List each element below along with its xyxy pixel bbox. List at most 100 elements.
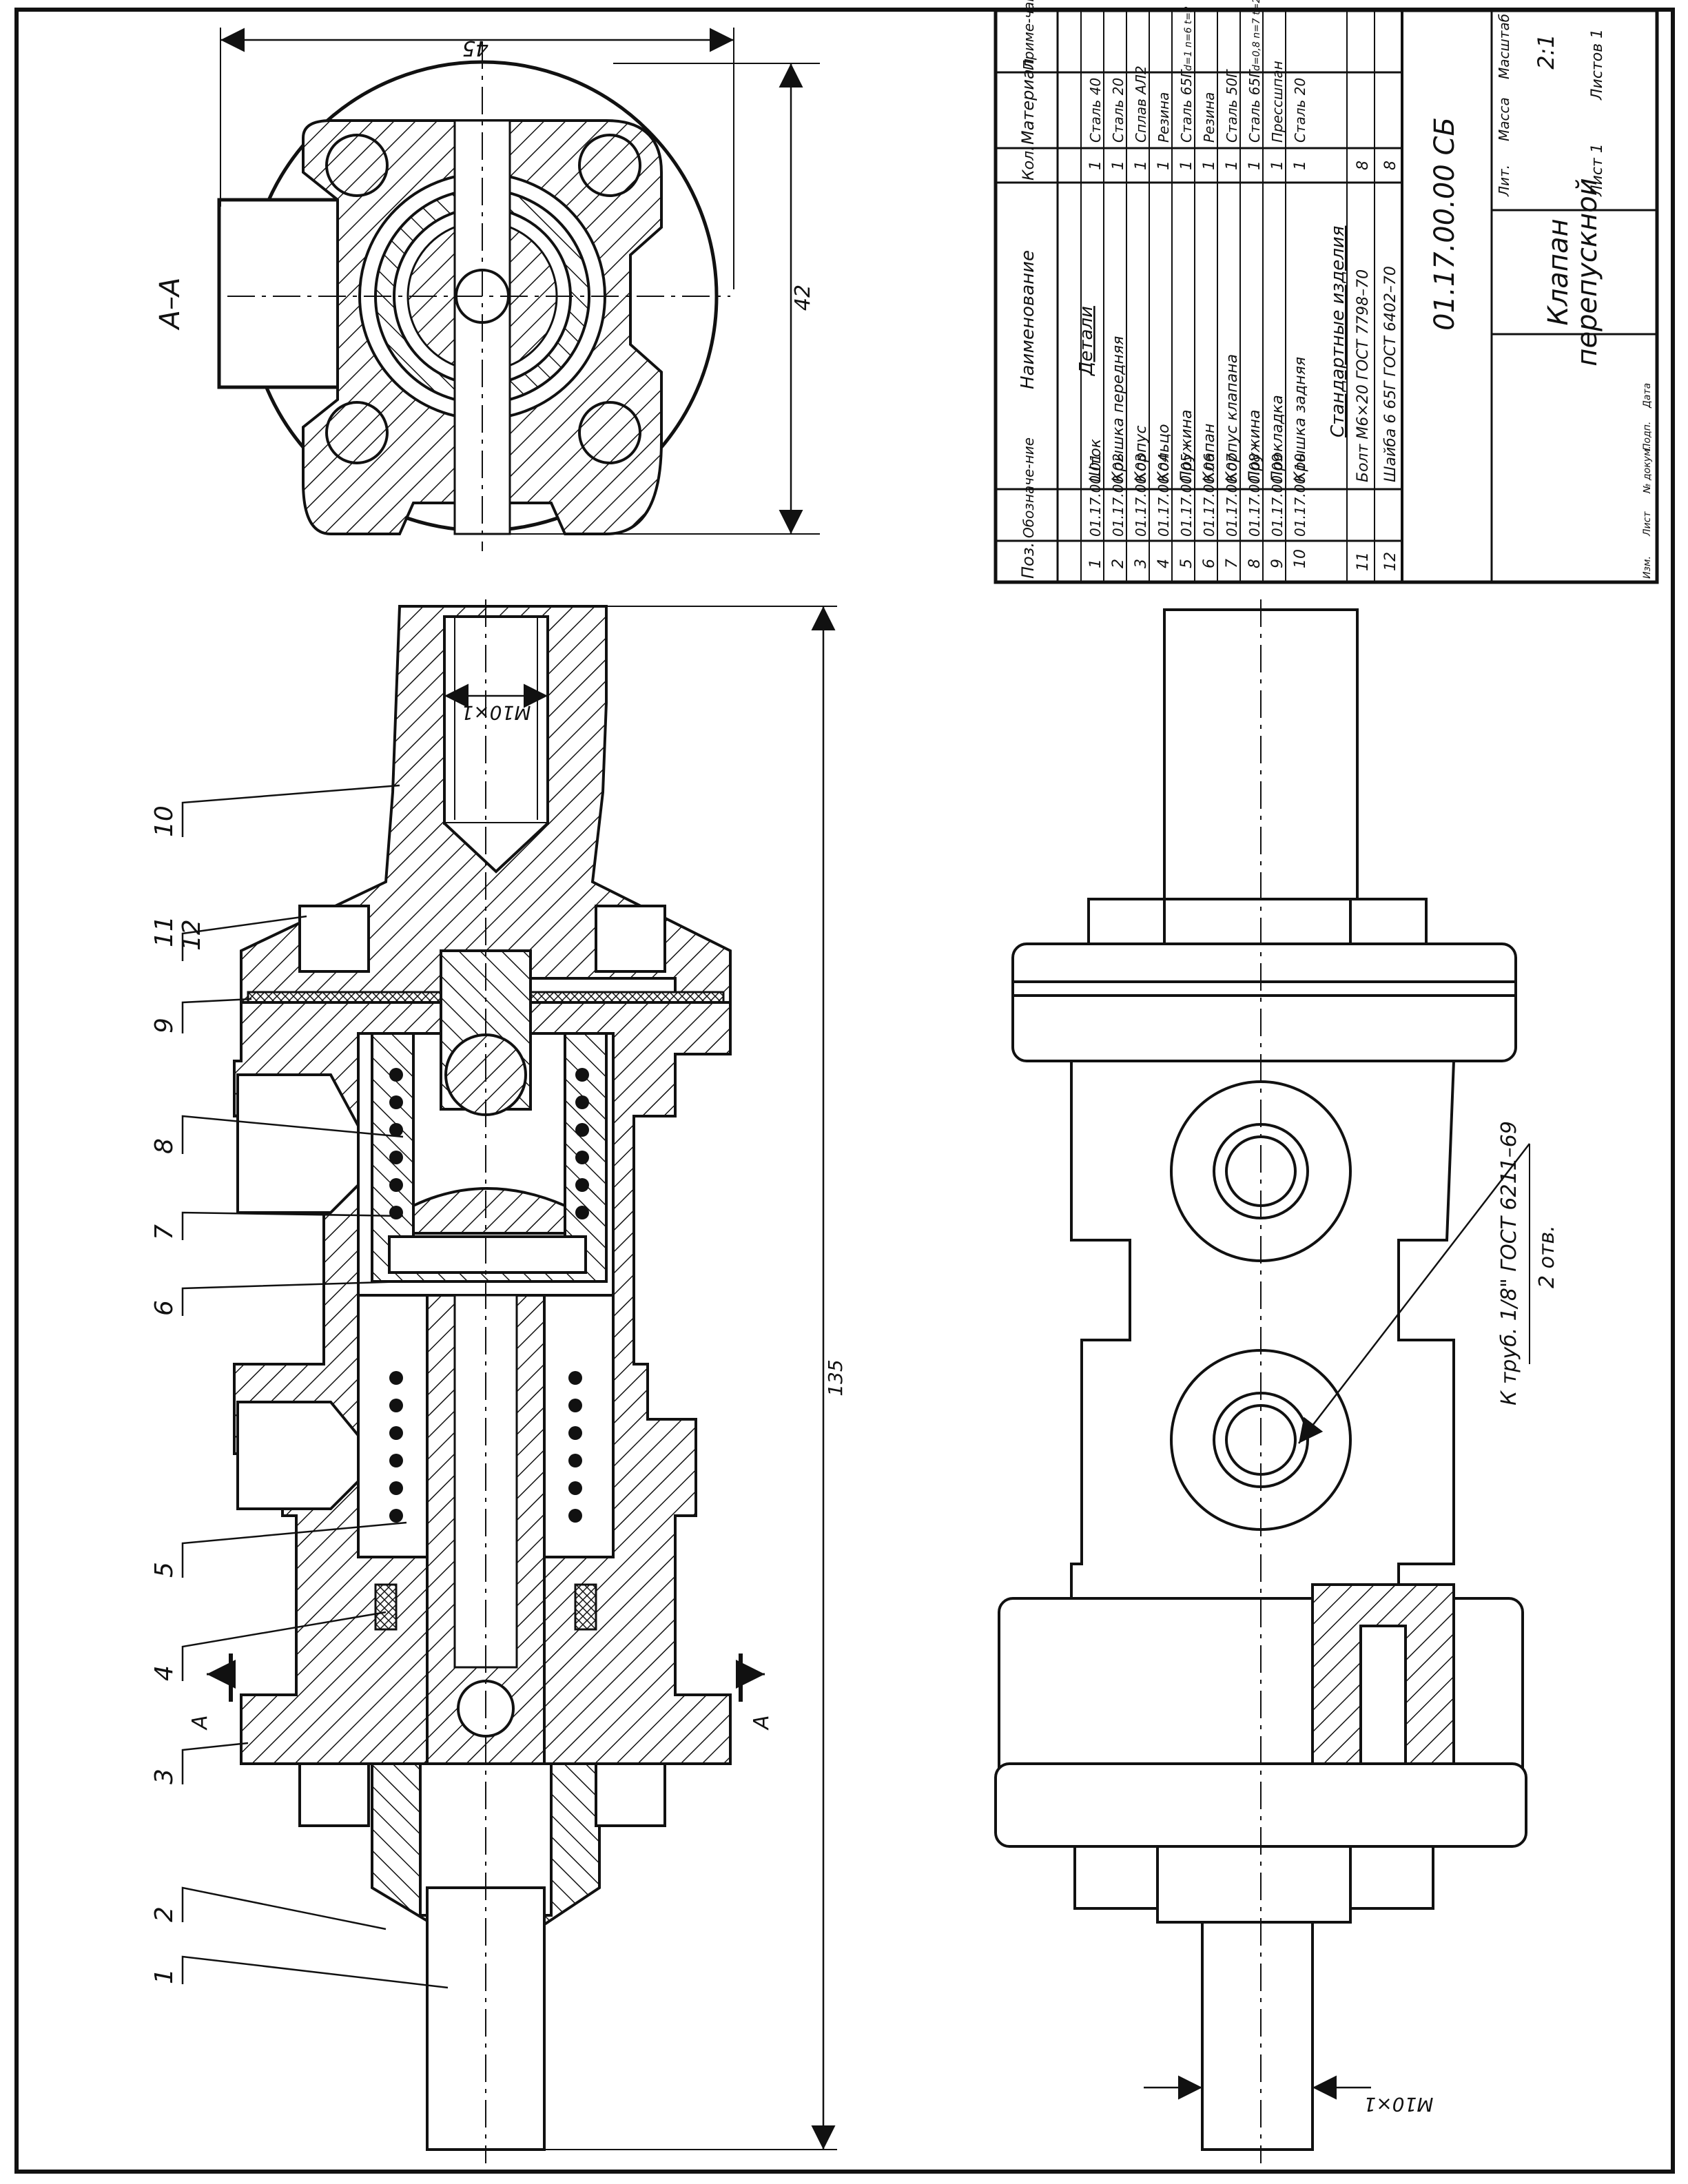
doc-number: 01.17.00.00 СБ bbox=[1429, 117, 1461, 331]
specification-table: Поз. Обозначе-ние Наименование Кол. Мате… bbox=[994, 0, 1659, 584]
signature-label: Лист bbox=[1642, 511, 1653, 537]
table-cell-name: Крышка задняя bbox=[1292, 357, 1309, 482]
signature-label: Дата bbox=[1642, 383, 1653, 409]
pos-label-3: 3 bbox=[150, 1769, 178, 1784]
table-cell-qty: 1 bbox=[1246, 161, 1264, 170]
table-cell-name: Болт М6×20 ГОСТ 7798–70 bbox=[1355, 269, 1372, 482]
table-cell-pos: 11 bbox=[1355, 552, 1372, 571]
table-cell-pos: 6 bbox=[1201, 559, 1218, 568]
table-cell-pos: 10 bbox=[1292, 549, 1309, 568]
pos-label-12: 12 bbox=[178, 919, 206, 951]
pos-label-1: 1 bbox=[150, 1968, 178, 1984]
dimension-45: 45 bbox=[220, 28, 734, 289]
title-line1: Клапан bbox=[1543, 218, 1574, 325]
hdr-material: Материал bbox=[1018, 59, 1038, 145]
table-cell-material: Сталь 65Г bbox=[1178, 69, 1195, 143]
table-cell-qty: 1 bbox=[1087, 161, 1104, 170]
table-cell-qty: 8 bbox=[1382, 161, 1399, 170]
signature-label: № докум. bbox=[1642, 446, 1653, 494]
section-label: А–А bbox=[154, 278, 186, 331]
table-cell-qty: 1 bbox=[1201, 161, 1218, 170]
signature-label: Подп. bbox=[1642, 422, 1653, 451]
table-cell-material: Резина bbox=[1201, 92, 1217, 143]
section-mark-a: А А bbox=[188, 1654, 774, 1731]
table-cell-material: Сталь 20 bbox=[1292, 78, 1308, 143]
section-standard: Стандартные изделия bbox=[1328, 226, 1348, 437]
table-cell-designation: 01.17.00.07 bbox=[1224, 453, 1240, 537]
position-labels: 10 11 12 9 8 7 6 5 4 3 2 1 bbox=[150, 805, 206, 1984]
position-leaders bbox=[181, 784, 449, 1989]
table-cell-qty: 1 bbox=[1224, 161, 1241, 170]
table-cell-pos: 3 bbox=[1133, 559, 1150, 568]
dimension-135: 135 bbox=[544, 606, 847, 2150]
pos-label-5: 5 bbox=[150, 1562, 178, 1578]
lit-label: Лит. bbox=[1496, 165, 1512, 197]
table-cell-designation: 01.17.00.10 bbox=[1292, 453, 1308, 537]
table-cell-material: Резина bbox=[1155, 92, 1172, 143]
hdr-qty: Кол. bbox=[1020, 146, 1038, 181]
section-parts: Детали bbox=[1076, 306, 1097, 376]
pos-label-4: 4 bbox=[150, 1665, 178, 1681]
thread-dimension-top: М10×1 bbox=[444, 683, 548, 724]
table-cell-qty: 1 bbox=[1292, 161, 1309, 170]
pipe-port-note: К труб. 1/8" ГОСТ 6211–69 2 отв. bbox=[1298, 1121, 1559, 1444]
table-cell-material: Сплав АЛ2 bbox=[1133, 65, 1149, 143]
table-cell-pos: 8 bbox=[1246, 559, 1264, 568]
table-cell-pos: 2 bbox=[1110, 559, 1127, 568]
table-cell-pos: 12 bbox=[1382, 552, 1399, 571]
table-cell-name: Корпус bbox=[1133, 425, 1150, 482]
svg-text:45: 45 bbox=[462, 36, 488, 60]
sheets-label: Листов 1 bbox=[1589, 29, 1606, 101]
table-cell-name: Пружина bbox=[1178, 409, 1195, 482]
table-cell-designation: 01.17.00.05 bbox=[1178, 453, 1195, 537]
table-cell-qty: 1 bbox=[1110, 161, 1127, 170]
svg-text:М10×1: М10×1 bbox=[461, 701, 531, 724]
svg-text:К труб. 1/8" ГОСТ 6211–69: К труб. 1/8" ГОСТ 6211–69 bbox=[1497, 1121, 1521, 1405]
table-cell-material: Сталь 50Г bbox=[1224, 69, 1240, 143]
table-cell-pos: 9 bbox=[1269, 559, 1286, 568]
table-cell-material: Сталь 65Г bbox=[1246, 69, 1263, 143]
table-cell-qty: 1 bbox=[1178, 161, 1195, 170]
drawing-frame bbox=[14, 8, 1675, 2174]
table-cell-material: Сталь 20 bbox=[1110, 78, 1126, 143]
hdr-pos: Поз. bbox=[1018, 542, 1038, 579]
table-cell-pos: 4 bbox=[1155, 559, 1173, 568]
table-cell-designation: 01.17.00.03 bbox=[1133, 453, 1149, 537]
mass-label: Масса bbox=[1496, 97, 1512, 141]
svg-text:А: А bbox=[750, 1715, 774, 1731]
svg-text:2 отв.: 2 отв. bbox=[1535, 1225, 1559, 1288]
title-line2: перепускной bbox=[1572, 178, 1603, 366]
scale-label: Масштаб bbox=[1496, 14, 1512, 79]
table-cell-name: Шток bbox=[1087, 438, 1104, 482]
hdr-note: Приме-чание bbox=[1020, 0, 1037, 70]
svg-text:А: А bbox=[188, 1715, 212, 1731]
table-cell-name: Корпус клапана bbox=[1224, 354, 1241, 482]
table-cell-name: Прокладка bbox=[1269, 395, 1286, 482]
table-cell-name: Крышка передняя bbox=[1110, 336, 1127, 482]
svg-text:135: 135 bbox=[824, 1359, 847, 1396]
table-cell-pos: 1 bbox=[1087, 559, 1104, 568]
table-cell-designation: 01.17.00.08 bbox=[1246, 453, 1263, 537]
pos-label-9: 9 bbox=[150, 1018, 178, 1033]
pos-label-7: 7 bbox=[150, 1224, 178, 1240]
table-cell-designation: 01.17.00.02 bbox=[1110, 453, 1126, 537]
pos-label-8: 8 bbox=[150, 1138, 178, 1154]
table-cell-qty: 1 bbox=[1269, 161, 1286, 170]
table-cell-designation: 01.17.00.01 bbox=[1087, 453, 1104, 537]
pos-label-2: 2 bbox=[150, 1906, 178, 1922]
table-cell-name: Шайба 6 65Г ГОСТ 6402–70 bbox=[1382, 266, 1399, 482]
standard-rows: 11 Болт М6×20 ГОСТ 7798–70 8 12 Шайба 6 65Г … bbox=[1346, 10, 1399, 582]
pos-label-10: 10 bbox=[150, 805, 178, 837]
table-cell-designation: 01.17.00.04 bbox=[1155, 453, 1172, 537]
hdr-name: Наименование bbox=[1018, 250, 1038, 389]
section-a-a-view bbox=[217, 41, 730, 551]
table-cell-name: Кольцо bbox=[1155, 424, 1173, 482]
table-cell-qty: 1 bbox=[1155, 161, 1173, 170]
table-cell-qty: 8 bbox=[1355, 161, 1372, 170]
table-cell-material: Прессшпан bbox=[1269, 61, 1286, 143]
hdr-designation: Обозначе-ние bbox=[1020, 437, 1037, 538]
pos-label-11: 11 bbox=[150, 916, 178, 947]
